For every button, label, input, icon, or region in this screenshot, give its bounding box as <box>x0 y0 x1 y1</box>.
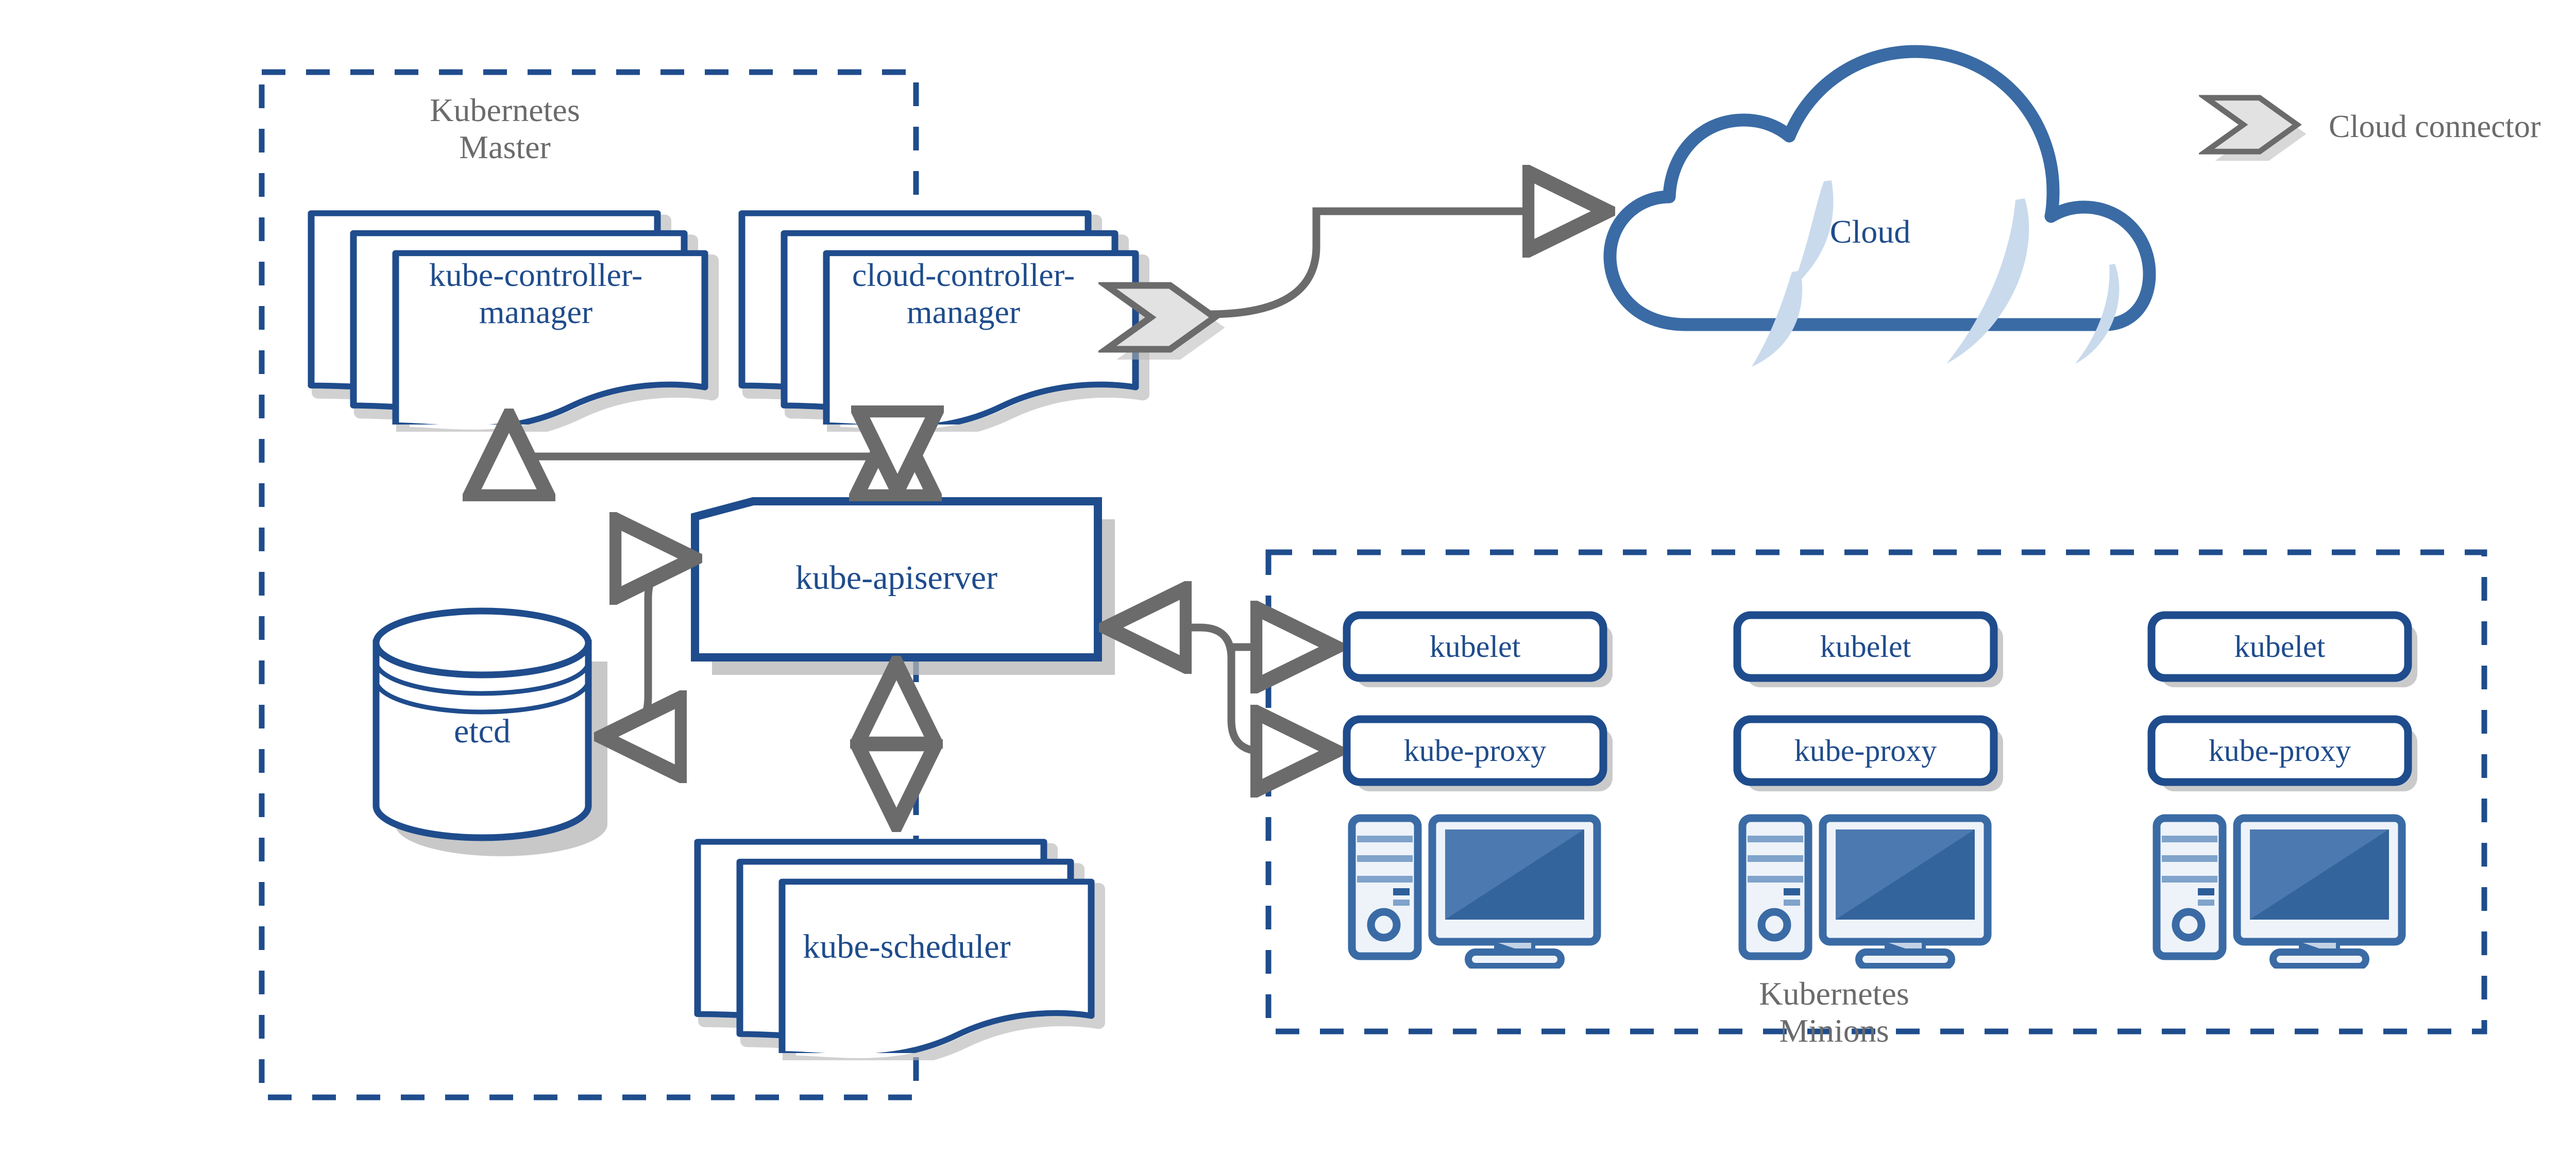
minion-1-kubeproxy-shape[interactable] <box>1343 715 1613 791</box>
kube-apiserver-shape <box>691 497 1115 675</box>
etcd-shape <box>372 607 607 856</box>
minion-3-kubeproxy-shape[interactable] <box>2147 715 2417 791</box>
minion-1-computer-icon <box>1352 818 1597 967</box>
minion-2-kubeproxy-shape[interactable] <box>1733 715 2003 791</box>
minion-2-kubelet-shape[interactable] <box>1733 611 2003 687</box>
connector-lines <box>509 211 1601 818</box>
minion-2-computer-icon <box>1742 818 1988 967</box>
minion-1-kubelet-shape[interactable] <box>1343 611 1613 687</box>
kube-controller-manager-shape <box>311 213 712 435</box>
minion-3-kubelet-shape[interactable] <box>2147 611 2417 687</box>
cloud-controller-manager-shape <box>742 213 1143 435</box>
kube-scheduler-shape <box>698 842 1098 1064</box>
cloud-shape <box>1603 45 2156 367</box>
legend-cloud-connector-icon <box>2204 98 2307 161</box>
minion-3-computer-icon <box>2157 818 2402 967</box>
